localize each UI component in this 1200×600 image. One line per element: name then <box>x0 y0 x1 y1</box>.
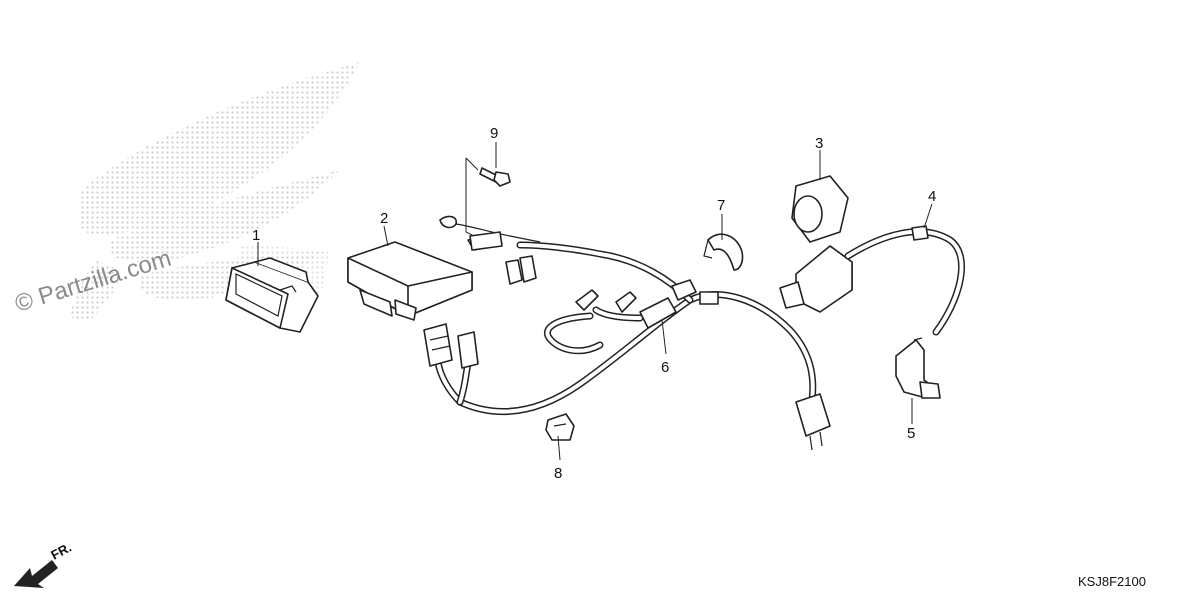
front-arrow-icon <box>14 560 58 588</box>
part-3-mount[interactable] <box>791 175 849 243</box>
diagram-code: KSJ8F2100 <box>1078 574 1146 589</box>
part-1-holder[interactable] <box>225 257 319 333</box>
part-9-bolt[interactable] <box>479 167 511 187</box>
callout-6[interactable]: 6 <box>661 359 669 376</box>
callout-2[interactable]: 2 <box>380 210 388 227</box>
callout-4[interactable]: 4 <box>928 188 936 205</box>
callout-5[interactable]: 5 <box>907 425 915 442</box>
callout-3[interactable]: 3 <box>815 135 823 152</box>
part-4-ignition-coil[interactable] <box>779 225 966 336</box>
part-5-plug-cap[interactable] <box>895 337 941 399</box>
callout-7[interactable]: 7 <box>717 197 725 214</box>
part-2-cdi-unit[interactable] <box>347 241 473 321</box>
callout-9[interactable]: 9 <box>490 125 498 142</box>
callout-1[interactable]: 1 <box>252 227 260 244</box>
leader-lines <box>257 142 933 461</box>
callout-8[interactable]: 8 <box>554 465 562 482</box>
part-7-band[interactable] <box>703 233 744 271</box>
part-8-clip[interactable] <box>545 413 575 441</box>
front-label: FR. <box>48 540 74 563</box>
part-6-wire-harness[interactable] <box>423 231 831 451</box>
